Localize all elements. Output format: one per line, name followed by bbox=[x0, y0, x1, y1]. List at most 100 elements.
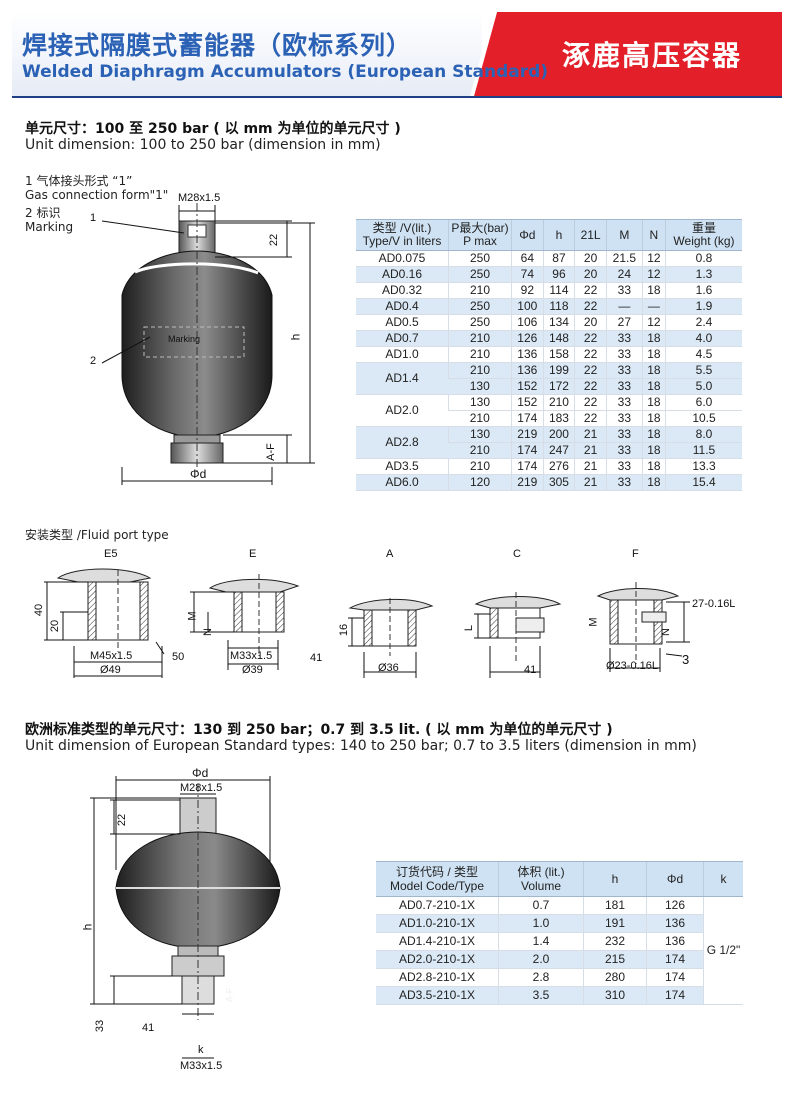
s2-k: k bbox=[198, 1044, 204, 1056]
note-gas-en: Gas connection form"1" bbox=[25, 188, 169, 202]
brand-name: 涿鹿高压容器 bbox=[562, 39, 743, 72]
e-n: N bbox=[201, 628, 214, 636]
dim-d: Φd bbox=[190, 467, 207, 481]
c-l: L bbox=[463, 624, 476, 632]
dim-h: h bbox=[288, 333, 303, 341]
fluid-port-drawings bbox=[44, 568, 690, 678]
s2-dim-h: h bbox=[80, 923, 95, 931]
col-k: k bbox=[703, 861, 743, 897]
table-header-row: 类型 /V(lit.)Type/V in liters P最大(bar)P ma… bbox=[356, 219, 742, 251]
f-callout-3: 3 bbox=[682, 652, 690, 667]
header-rule bbox=[12, 96, 782, 98]
e-m: M bbox=[186, 611, 199, 621]
port-e-drawing bbox=[190, 574, 300, 670]
e-thread: M33x1.5 bbox=[230, 650, 273, 662]
port-c-drawing bbox=[474, 592, 562, 678]
s2-dim-d: Φd bbox=[192, 766, 209, 780]
col-type: 类型 /V(lit.)Type/V in liters bbox=[356, 219, 449, 251]
dim-af: A-F bbox=[264, 443, 277, 461]
s2-dim-33: 33 bbox=[94, 1019, 107, 1033]
col-n: N bbox=[641, 219, 666, 251]
e-dia: Ø39 bbox=[242, 664, 263, 676]
a-h16: 16 bbox=[338, 623, 351, 637]
port-type-e: E bbox=[249, 548, 257, 560]
e5-h40: 40 bbox=[33, 603, 46, 617]
f-m: M bbox=[587, 617, 600, 627]
port-type-c: C bbox=[513, 548, 521, 560]
f-dia: Ø23-0.16L bbox=[606, 660, 658, 672]
s2-thread-top: M28x1.5 bbox=[180, 782, 223, 794]
a-dia: Ø36 bbox=[378, 662, 399, 674]
port-type-f: F bbox=[632, 548, 639, 560]
e5-h20: 20 bbox=[49, 619, 62, 633]
section1-heading-en: Unit dimension: 100 to 250 bar (dimensio… bbox=[25, 137, 381, 153]
s2-thread-bottom: M33x1.5 bbox=[180, 1060, 223, 1072]
header-banner bbox=[12, 12, 482, 96]
port-f-drawing bbox=[596, 582, 690, 672]
s2-af: A-F bbox=[224, 987, 235, 1003]
note-marking-en: Marking bbox=[25, 220, 74, 234]
s2-angle: 41 bbox=[142, 1022, 155, 1034]
e5-thread: M45x1.5 bbox=[90, 650, 133, 662]
dim-22: 22 bbox=[268, 233, 281, 247]
accumulator-drawing-2 bbox=[90, 776, 281, 1059]
section2-heading-cn: 欧洲标准类型的单元尺寸：130 到 250 bar；0.7 到 3.5 lit.… bbox=[25, 722, 613, 738]
marking-label: Marking bbox=[168, 334, 201, 344]
e5-dia: Ø49 bbox=[100, 664, 121, 676]
s2-dim-22: 22 bbox=[116, 813, 129, 827]
thread-label-top: M28x1.5 bbox=[178, 192, 221, 204]
callout-2: 2 bbox=[90, 355, 97, 367]
e5-angle: 50 bbox=[172, 651, 185, 663]
col-m: M bbox=[605, 219, 643, 251]
section1-heading-cn: 单元尺寸：100 至 250 bar ( 以 mm 为单位的单元尺寸 ) bbox=[25, 121, 401, 137]
col-d: Φd bbox=[646, 861, 704, 897]
col-21l: 21L bbox=[574, 219, 607, 251]
c-angle: 41 bbox=[524, 664, 537, 676]
note-gas-cn: 1 气体接头形式 “1” bbox=[25, 174, 133, 188]
port-type-a: A bbox=[386, 548, 394, 560]
fluid-port-heading: 安装类型 /Fluid port type bbox=[25, 528, 169, 542]
spec-table-1: 类型 /V(lit.)Type/V in liters P最大(bar)P ma… bbox=[356, 219, 742, 491]
port-a-drawing bbox=[348, 598, 434, 678]
header-title-en: Welded Diaphragm Accumulators (European … bbox=[22, 62, 549, 82]
e-angle: 41 bbox=[310, 652, 323, 664]
col-h: h bbox=[583, 861, 647, 897]
note-marking-cn: 2 标识 bbox=[25, 206, 61, 220]
f-oring: 27-0.16L bbox=[692, 598, 736, 610]
col-d: Φd bbox=[511, 219, 544, 251]
k-value: G 1/2" bbox=[703, 896, 743, 1005]
col-h: h bbox=[542, 219, 575, 251]
col-volume: 体积 (lit.)Volume bbox=[498, 861, 584, 897]
section2-heading-en: Unit dimension of European Standard type… bbox=[25, 738, 697, 754]
callout-1: 1 bbox=[90, 212, 97, 224]
header-title-cn: 焊接式隔膜式蓄能器（欧标系列） bbox=[22, 31, 413, 60]
f-n: N bbox=[659, 628, 672, 636]
col-pmax: P最大(bar)P max bbox=[448, 219, 512, 251]
accumulator-drawing-1 bbox=[101, 203, 315, 485]
